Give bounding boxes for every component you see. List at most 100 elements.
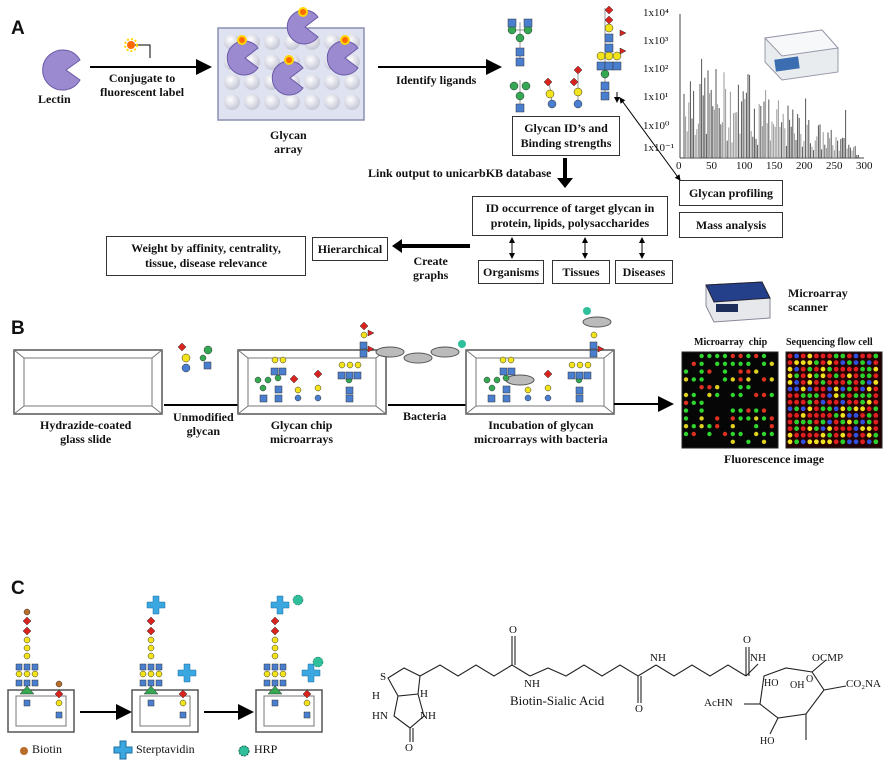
chem-h-2: H [420, 688, 428, 700]
chip-spot [761, 361, 767, 366]
chip-spot [699, 377, 704, 382]
flow-cell-spot [847, 386, 852, 392]
flow-cell-spot [794, 426, 799, 431]
chip-spot [691, 400, 696, 405]
glycan-ids-box: Glycan ID’s and Binding strengths [512, 116, 620, 156]
chip-spot [730, 392, 735, 398]
chip-spot [761, 439, 767, 444]
flow-cell-spot [847, 399, 852, 405]
glycan-profiling-box: Glycan profiling [679, 180, 783, 206]
flow-cell-spot [873, 360, 879, 365]
chip-spot [707, 392, 712, 398]
flow-cell-spot [807, 366, 813, 372]
flow-cell-spot [814, 432, 819, 438]
hydrazide-label: Hydrazide-coated glass slide [40, 418, 132, 446]
flow-cell-spot [794, 360, 799, 365]
flow-cell-spot [787, 393, 793, 398]
flow-cell-spot [794, 432, 799, 438]
flow-cell-spot [807, 432, 813, 438]
flow-cell-spot [873, 366, 879, 372]
chip-spot [699, 353, 704, 359]
flow-cell-spot [847, 426, 852, 431]
flow-cell-spot [827, 366, 832, 372]
bacteria-label: Bacteria [403, 409, 447, 423]
spectrum-x-tick: 150 [766, 160, 783, 172]
chip-spot [699, 416, 704, 421]
weight-by-box: Weight by affinity, centrality, tissue, … [106, 236, 306, 276]
section-b-graphics [13, 281, 883, 449]
chip-spot [730, 424, 735, 429]
flow-cell-spot [820, 432, 826, 438]
flow-cell-spot [820, 386, 826, 392]
flow-cell-spot [794, 353, 799, 359]
chip-spot [707, 431, 712, 437]
create-graphs-label: Create graphs [413, 254, 449, 282]
chem-hn: HN [372, 710, 388, 722]
flow-cell-spot [866, 360, 872, 365]
flow-cell-spot [794, 399, 799, 405]
flow-cell-spot [787, 399, 793, 405]
flow-cell-spot [794, 419, 799, 425]
flow-cell-spot [794, 406, 799, 412]
flow-cell-spot [807, 406, 813, 412]
lectin-label: Lectin [38, 92, 71, 106]
chip-spot [707, 353, 712, 359]
flow-cell-spot [833, 419, 839, 425]
incubation-label: Incubation of glycan microarrays with ba… [474, 418, 608, 446]
flow-cell-spot [873, 419, 879, 425]
chem-oh: OH [790, 680, 805, 691]
flow-cell-spot [800, 366, 806, 372]
biotin-sialic-acid-label: Biotin-Sialic Acid [510, 693, 605, 708]
chip-spot [691, 361, 696, 366]
flow-cell-spot [873, 373, 879, 379]
flow-cell-spot [787, 380, 793, 385]
flow-cell-spot [853, 393, 859, 398]
chip-spot [715, 416, 720, 421]
chem-s: S [380, 671, 387, 683]
flow-cell-spot [827, 406, 832, 412]
link-output-label: Link output to unicarbKB database [368, 166, 552, 180]
chip-spot [683, 369, 689, 374]
chem-o-3: O [635, 703, 643, 715]
flow-cell-spot [866, 380, 872, 385]
flow-cell-spot [787, 419, 793, 425]
flow-cell-spot [807, 426, 813, 431]
flow-cell-spot [827, 386, 832, 392]
flow-cell-spot [833, 353, 839, 359]
flow-cell-spot [860, 419, 865, 425]
flow-cell-spot [833, 380, 839, 385]
chip-spot [707, 424, 712, 429]
flow-cell-spot [833, 432, 839, 438]
flow-cell-spot [840, 393, 846, 398]
mass-spectrum-chart [679, 14, 864, 159]
flow-cell-spot [800, 360, 806, 365]
flow-cell-spot [847, 366, 852, 372]
chem-achn: AcHN [704, 697, 733, 709]
spectrum-x-tick: 200 [796, 160, 813, 172]
flow-cell-spot [814, 426, 819, 431]
flow-cell-spot [820, 360, 826, 365]
flow-cell-spot [853, 353, 859, 359]
id-occurrence-box: ID occurrence of target glycan in protei… [472, 196, 668, 236]
flow-cell-spot [847, 360, 852, 365]
flow-cell-spot [853, 413, 859, 418]
spectrum-x-tick: 0 [676, 160, 682, 172]
flow-cell-spot [866, 419, 872, 425]
hrp-legend-label: HRP [254, 742, 278, 756]
flow-cell-spot [860, 373, 865, 379]
flow-cell-spot [787, 386, 793, 392]
mass-spectrometer-icon [763, 29, 839, 81]
diseases-box: Diseases [615, 260, 673, 284]
flow-cell-spot [820, 419, 826, 425]
chip-spot [754, 416, 759, 421]
chip-spot [722, 377, 728, 382]
chip-spot [738, 416, 743, 421]
flow-cell-spot [860, 366, 865, 372]
flow-cell-spot [807, 413, 813, 418]
flow-cell-spot [827, 432, 832, 438]
flow-cell-spot [800, 432, 806, 438]
flow-cell-spot [866, 432, 872, 438]
spectrum-y-tick: 1x10² [643, 63, 669, 75]
flow-cell-spot [814, 406, 819, 412]
chip-spot [746, 416, 751, 421]
